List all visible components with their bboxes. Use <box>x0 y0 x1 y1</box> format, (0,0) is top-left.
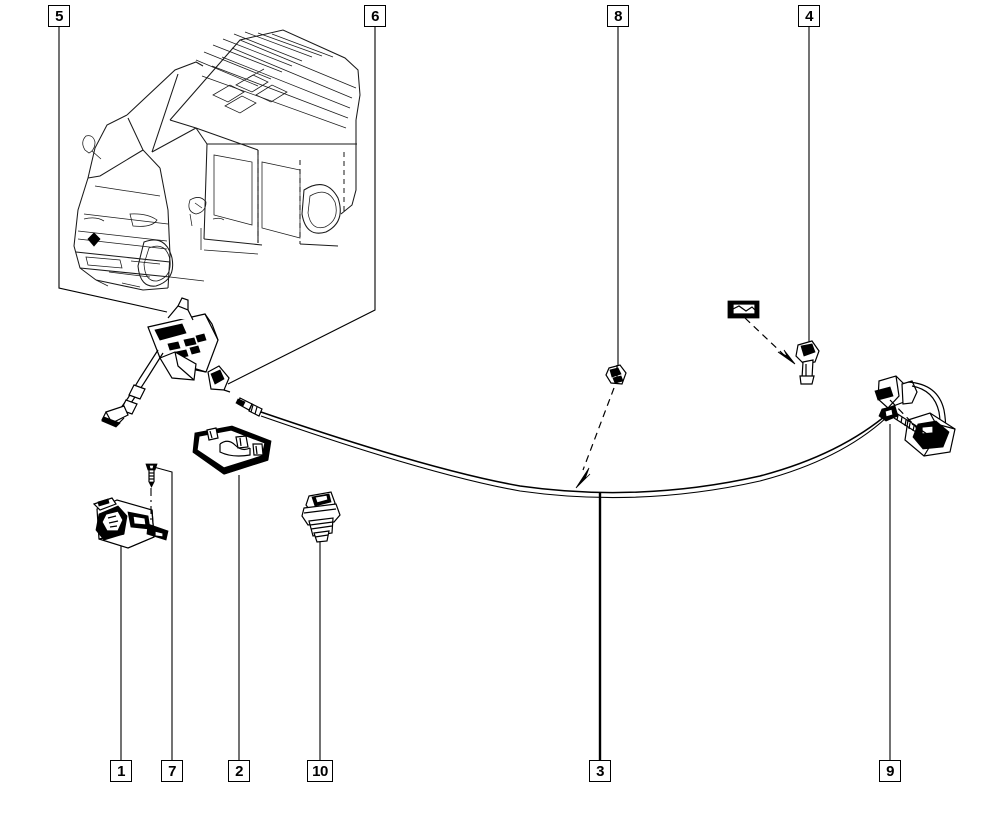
hood-release-handle-icon <box>207 365 231 393</box>
callout-3[interactable]: 3 <box>589 760 611 782</box>
vehicle-illustration <box>73 29 361 291</box>
cable-bracket-assembly-icon <box>874 375 956 457</box>
callout-8[interactable]: 8 <box>607 5 629 27</box>
hood-release-cable-icon <box>235 397 891 499</box>
secondary-latch-lever-icon <box>727 300 820 385</box>
detail-box-arrow <box>744 317 785 356</box>
bracket-mounting-screw-icon <box>878 405 943 445</box>
hood-latch-icon <box>92 497 169 549</box>
latch-screw-icon <box>145 463 158 522</box>
striker-reinforcement-plate-icon <box>192 425 272 475</box>
rubber-hood-stop-icon <box>301 491 341 543</box>
callout-2[interactable]: 2 <box>228 760 250 782</box>
clip-attach-arrow <box>582 387 615 471</box>
callout-5[interactable]: 5 <box>48 5 70 27</box>
hood-release-lever-assembly-icon <box>101 297 219 428</box>
leader-lines <box>58 27 891 760</box>
leader-6 <box>227 27 376 385</box>
callout-6[interactable]: 6 <box>364 5 386 27</box>
callout-7[interactable]: 7 <box>161 760 183 782</box>
callout-4[interactable]: 4 <box>798 5 820 27</box>
leader-5 <box>58 27 168 313</box>
cable-retaining-clip-icon <box>575 364 627 489</box>
callout-10[interactable]: 10 <box>307 760 333 782</box>
callout-9[interactable]: 9 <box>879 760 901 782</box>
leader-7 <box>149 465 173 760</box>
callout-1[interactable]: 1 <box>110 760 132 782</box>
